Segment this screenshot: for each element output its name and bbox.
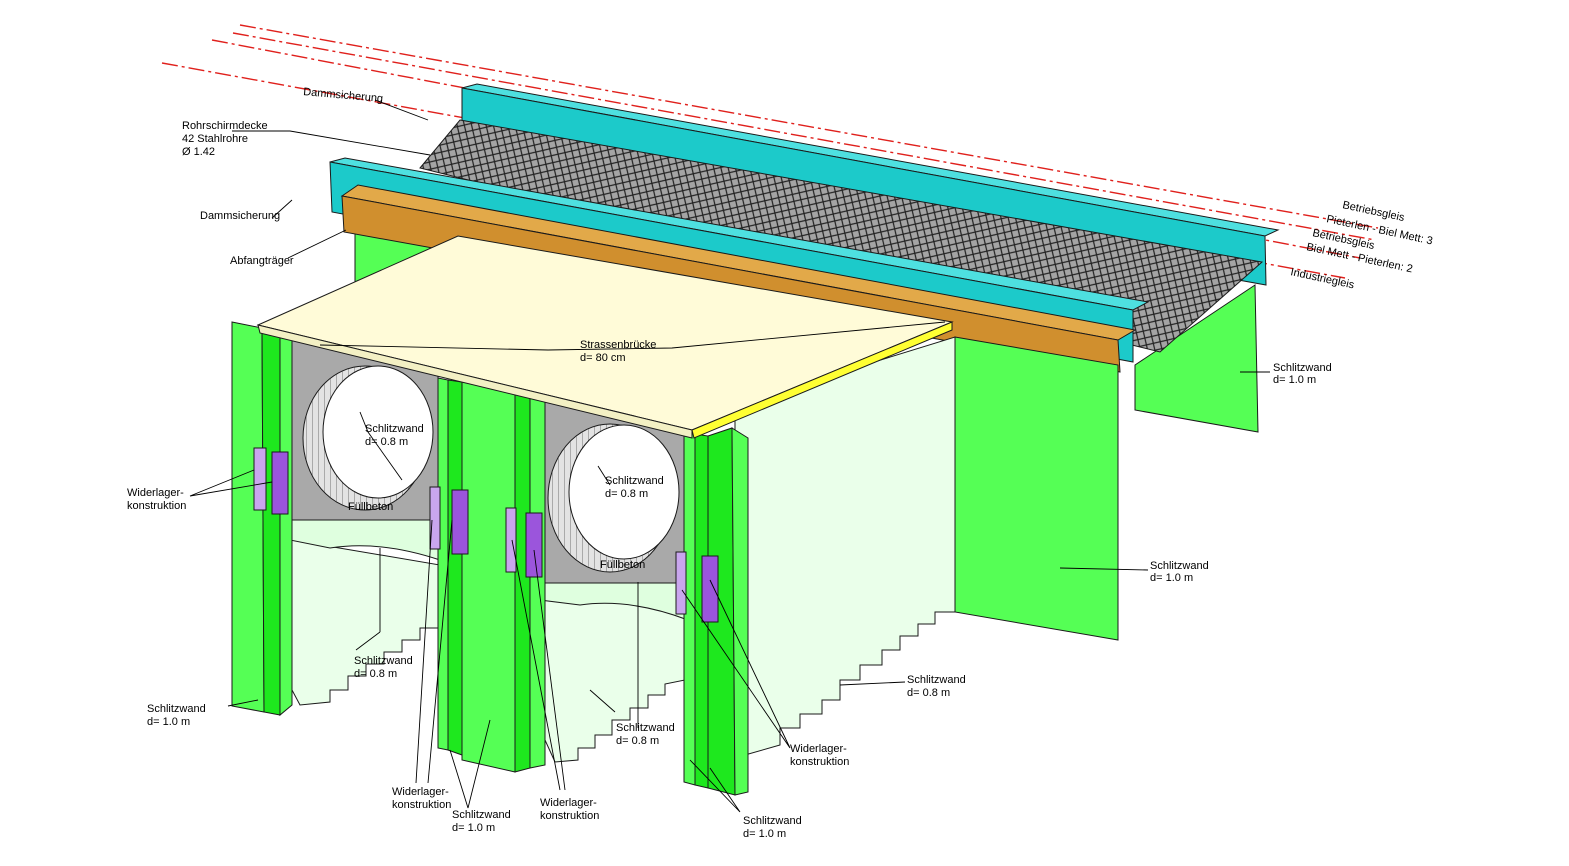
abutment-4 bbox=[451, 489, 469, 555]
label-inner-left-2: d= 0.8 m bbox=[354, 668, 397, 680]
abutment-1 bbox=[253, 447, 267, 511]
label-abutment-left-2: konstruktion bbox=[127, 500, 186, 512]
wall-front-mid-e bbox=[529, 394, 546, 769]
wall-front-mid-b bbox=[447, 379, 463, 756]
label-rohrschirmdecke-2: 42 Stahlrohre bbox=[182, 133, 248, 145]
wall-front-left-inner bbox=[279, 329, 293, 717]
wall-front-mid-c bbox=[461, 381, 516, 773]
label-wall-side-2: d= 1.0 m bbox=[1150, 572, 1193, 584]
label-dammsicherung-left: Dammsicherung bbox=[200, 210, 280, 222]
labels: Dammsicherung Rohrschirmdecke 42 Stahlro… bbox=[127, 86, 1434, 840]
road-bridge-side-edge bbox=[691, 321, 953, 439]
label-inner-left-1: Schlitzwand bbox=[354, 655, 413, 667]
inner-wall-mid bbox=[544, 579, 686, 763]
label-tube-right-1: Schlitzwand bbox=[605, 475, 664, 487]
front-diaphragm-walls bbox=[231, 321, 749, 796]
road-bridge-front-edge bbox=[257, 324, 693, 439]
abutment-7 bbox=[675, 551, 687, 615]
label-inner-mid-2: d= 0.8 m bbox=[616, 735, 659, 747]
label-fill-right: Füllbeton bbox=[600, 559, 645, 571]
label-inner-right-1: Schlitzwand bbox=[907, 674, 966, 686]
label-abutment-b3-1: Widerlager- bbox=[790, 743, 847, 755]
inner-light-walls bbox=[291, 336, 956, 763]
label-abutment-b1-2: konstruktion bbox=[392, 799, 451, 811]
label-track3: Industriegleis bbox=[1289, 266, 1355, 291]
label-tube-right-2: d= 0.8 m bbox=[605, 488, 648, 500]
label-strassenbruecke-2: d= 80 cm bbox=[580, 352, 626, 364]
label-wall-front-right-1: Schlitzwand bbox=[743, 815, 802, 827]
road-bridge bbox=[256, 235, 954, 439]
label-dammsicherung-top: Dammsicherung bbox=[303, 86, 384, 105]
label-wall-front-mid-2: d= 1.0 m bbox=[452, 822, 495, 834]
label-wall-far-right-1: Schlitzwand bbox=[1273, 362, 1332, 374]
main-side-wall bbox=[954, 336, 1119, 641]
label-abutment-b1-1: Widerlager- bbox=[392, 786, 449, 798]
tube-right bbox=[531, 397, 689, 621]
label-rohrschirmdecke-3: Ø 1.42 bbox=[182, 146, 215, 158]
wall-front-right-d bbox=[731, 427, 749, 796]
label-inner-mid-1: Schlitzwand bbox=[616, 722, 675, 734]
tube-right-opening bbox=[568, 424, 680, 560]
label-abutment-b3-2: konstruktion bbox=[790, 756, 849, 768]
label-abutment-left-1: Widerlager- bbox=[127, 487, 184, 499]
abutment-6 bbox=[525, 512, 543, 578]
label-fill-left: Füllbeton bbox=[348, 501, 393, 513]
track-line-1 bbox=[239, 24, 1379, 229]
far-right-wall bbox=[1134, 284, 1259, 433]
inner-wall-left bbox=[291, 539, 441, 706]
label-tube-left-2: d= 0.8 m bbox=[365, 436, 408, 448]
leader-lines bbox=[189, 99, 1270, 813]
label-inner-right-2: d= 0.8 m bbox=[907, 687, 950, 699]
label-abutment-b2-2: konstruktion bbox=[540, 810, 599, 822]
inner-wall-right bbox=[734, 336, 956, 756]
label-abfangtraeger: Abfangträger bbox=[230, 255, 294, 267]
label-wall-front-left-2: d= 1.0 m bbox=[147, 716, 190, 728]
tube-left-opening bbox=[322, 365, 434, 499]
abutment-5 bbox=[505, 507, 517, 573]
label-wall-far-right-2: d= 1.0 m bbox=[1273, 374, 1316, 386]
track-line-2 bbox=[232, 32, 1376, 241]
label-abutment-b2-1: Widerlager- bbox=[540, 797, 597, 809]
abutment-2 bbox=[271, 451, 289, 515]
tube-left bbox=[279, 339, 441, 561]
label-rohrschirmdecke-1: Rohrschirmdecke bbox=[182, 120, 268, 132]
label-wall-side-1: Schlitzwand bbox=[1150, 560, 1209, 572]
wall-front-mid-d bbox=[514, 391, 531, 773]
abutment-8 bbox=[701, 555, 719, 623]
abutments bbox=[253, 447, 719, 623]
wall-front-mid-a bbox=[437, 377, 449, 751]
wall-front-left-face bbox=[261, 327, 281, 716]
label-wall-front-mid-1: Schlitzwand bbox=[452, 809, 511, 821]
label-wall-front-right-2: d= 1.0 m bbox=[743, 828, 786, 840]
wall-front-left-side bbox=[231, 321, 265, 713]
label-wall-front-left-1: Schlitzwand bbox=[147, 703, 206, 715]
label-strassenbruecke-1: Strassenbrücke bbox=[580, 339, 656, 351]
abutment-3 bbox=[429, 486, 441, 550]
label-tube-left-1: Schlitzwand bbox=[365, 423, 424, 435]
